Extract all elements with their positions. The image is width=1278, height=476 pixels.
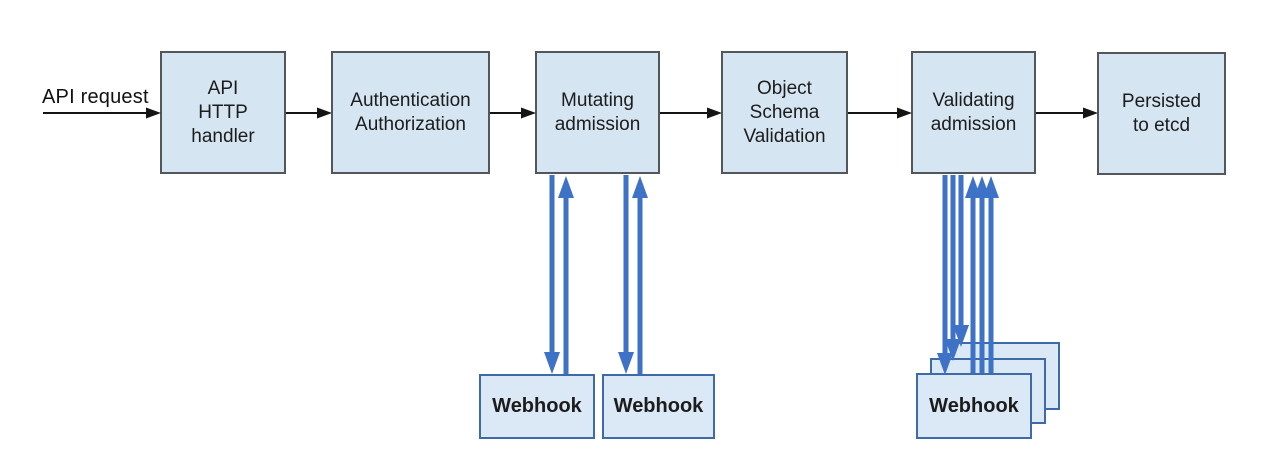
validating-webhook-box-front: Webhook — [916, 373, 1032, 439]
arrow-validating-to-webhooks-down-2 — [945, 175, 961, 361]
arrow-mutating-to-schema — [660, 107, 722, 119]
node-api-http-handler: API HTTP handler — [160, 51, 286, 174]
node-persisted-to-etcd: Persisted to etcd — [1097, 52, 1226, 175]
node-validating-admission: Validating admission — [911, 51, 1036, 174]
mutating-webhook-box-1: Webhook — [479, 374, 595, 439]
arrow-mutating-to-webhook2-down — [618, 175, 634, 374]
node-mutating-admission: Mutating admission — [535, 51, 660, 174]
arrow-handler-to-auth — [286, 107, 332, 119]
arrow-auth-to-mutating — [490, 107, 536, 119]
arrow-webhook1-to-mutating-up — [558, 176, 574, 374]
arrow-validating-to-etcd — [1036, 107, 1098, 119]
arrow-webhook2-to-mutating-up — [632, 176, 648, 374]
arrow-validating-to-webhooks-down-3 — [953, 175, 969, 347]
mutating-webhook-box-2: Webhook — [602, 374, 715, 439]
api-request-label: API request — [42, 86, 149, 108]
arrow-mutating-to-webhook1-down — [544, 175, 560, 374]
node-authentication-authorization: Authentication Authorization — [331, 51, 490, 174]
node-object-schema-validation: Object Schema Validation — [721, 51, 848, 174]
arrow-schema-to-validating — [848, 107, 912, 119]
arrow-api-request — [43, 107, 161, 119]
